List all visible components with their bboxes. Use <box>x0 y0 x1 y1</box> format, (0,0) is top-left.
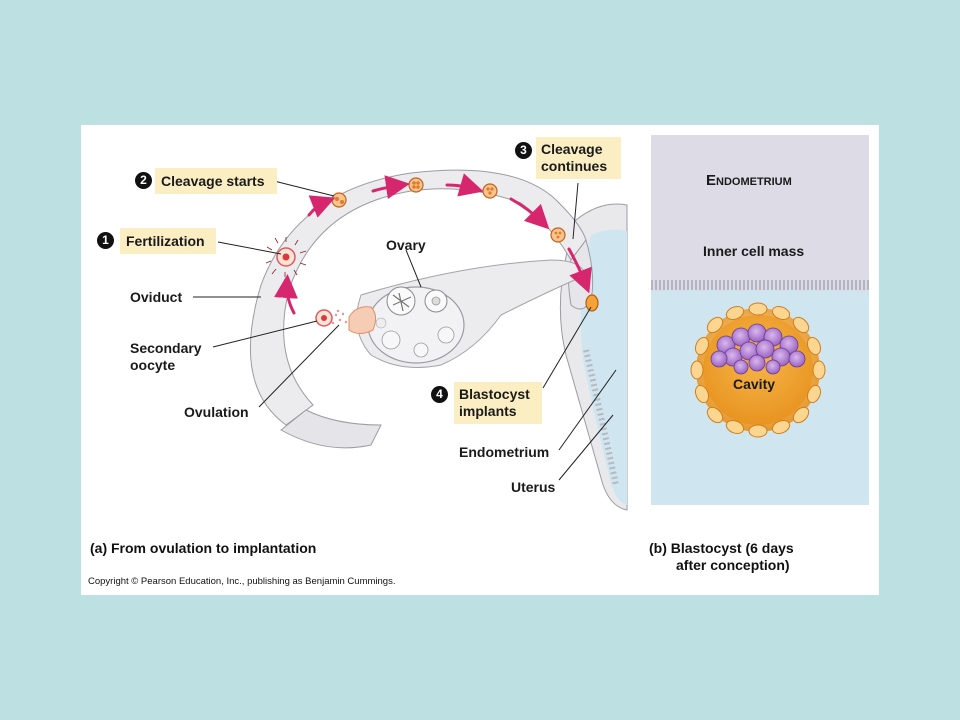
diagram-artwork <box>193 135 869 511</box>
step-4-label: Blastocyst implants <box>459 386 530 419</box>
step-2-number: 2 <box>135 172 152 189</box>
inner-cell-mass-label: Inner cell mass <box>703 243 805 259</box>
step-3-label: Cleavage continues <box>541 141 608 174</box>
copyright-notice: Copyright © Pearson Education, Inc., pub… <box>88 576 396 587</box>
cleavage-embryos <box>331 177 599 312</box>
endometrium-heading: ENDOMETRIUM <box>706 172 792 191</box>
step-3-number: 3 <box>515 142 532 159</box>
ovulation-label: Ovulation <box>184 404 249 420</box>
caption-b-line1: (b) Blastocyst (6 days <box>649 540 794 556</box>
endometrium-label: Endometrium <box>459 444 550 460</box>
oviduct-label: Oviduct <box>130 289 183 305</box>
step-3-box <box>536 137 621 179</box>
blastocyst-panel <box>651 135 869 505</box>
uterus-label: Uterus <box>511 479 556 495</box>
step-1-box <box>120 228 216 254</box>
step-2-box <box>155 168 277 194</box>
cavity-label: Cavity <box>733 376 776 392</box>
fertilization-egg <box>265 237 307 277</box>
step-4-box <box>454 382 542 424</box>
step-2-label: Cleavage starts <box>161 173 265 189</box>
secondary-oocyte <box>315 309 348 327</box>
step-1-label: Fertilization <box>126 233 205 249</box>
caption-a: (a) From ovulation to implantation <box>90 540 317 556</box>
caption-b-line2: after conception) <box>676 557 790 573</box>
figure-panel: 1 Fertilization 2 Cleavage starts 3 Clea… <box>81 125 879 595</box>
step-4-number: 4 <box>431 386 448 403</box>
secondary-oocyte-label: Secondary oocyte <box>130 340 202 373</box>
step-1-number: 1 <box>97 232 114 249</box>
inner-cell-mass <box>710 323 806 375</box>
ovary <box>348 259 587 368</box>
endometrium-heading-rest: NDOMETRIUM <box>716 176 792 188</box>
endometrium-heading-initial: E <box>706 172 717 189</box>
pathway-arrows <box>274 173 592 315</box>
ovary-label: Ovary <box>386 237 426 253</box>
